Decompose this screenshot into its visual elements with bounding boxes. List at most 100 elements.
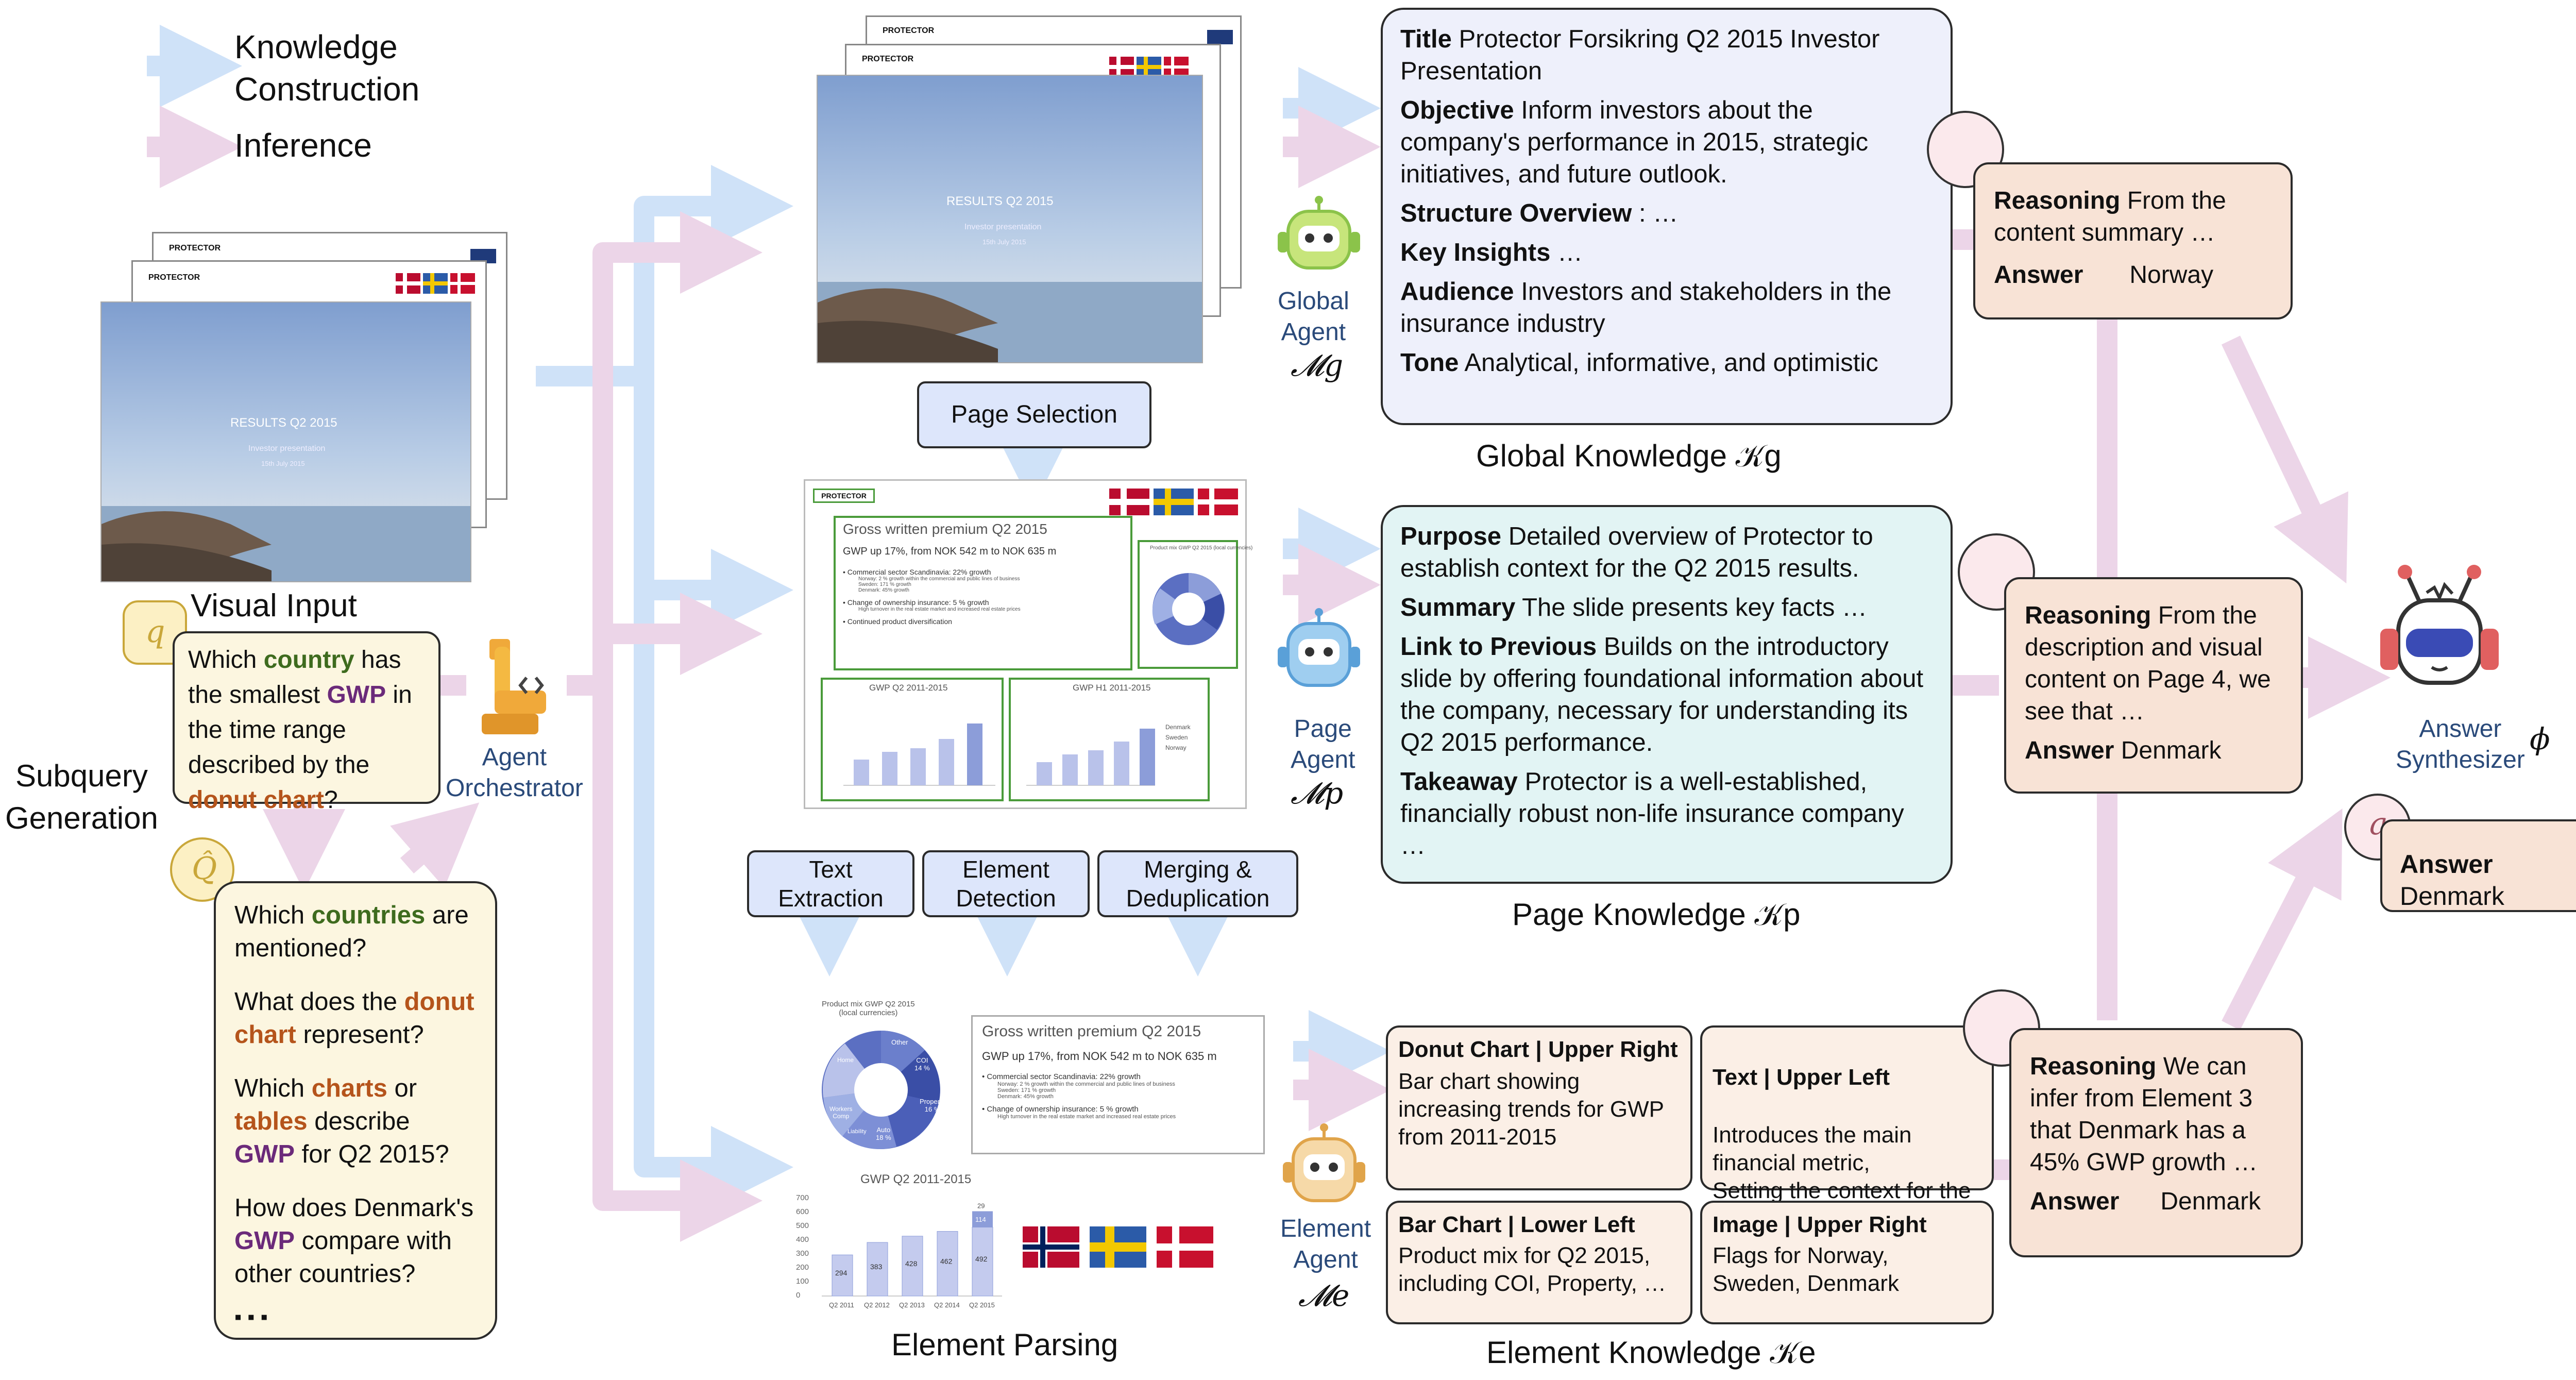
bar-ytick: 600 — [796, 1207, 809, 1216]
subquery-1: Which countries are mentioned? — [234, 901, 469, 962]
uk-flag-icon — [1207, 30, 1233, 44]
page-reasoning-box: Reasoning From the description and visua… — [2004, 577, 2303, 794]
global-reason-to-synth — [2221, 335, 2348, 584]
bar-ytick: 700 — [796, 1193, 809, 1202]
subquery-2: What does the donut chart represent? — [234, 988, 474, 1049]
bar-value-label: 383 — [870, 1263, 883, 1271]
bar-ytick: 500 — [796, 1221, 809, 1230]
element-detection-step: Element Detection — [922, 850, 1090, 917]
slide-brand: PROTECTOR — [169, 244, 221, 253]
page-selection-step: Page Selection — [917, 381, 1151, 448]
page-knowledge-row: Purpose Detailed overview of Protector t… — [1400, 523, 1873, 582]
page-knowledge-row: Takeaway Protector is a well-established… — [1400, 768, 1904, 860]
slide-title: RESULTS Q2 2015 — [230, 416, 337, 430]
global-knowledge-row: Objective Inform investors about the com… — [1400, 96, 1869, 188]
page-text-region: Gross written premium Q2 2015 GWP up 17%… — [834, 516, 1132, 670]
parsed-flags-image — [1023, 1226, 1218, 1270]
legend-inference-label: Inference — [234, 127, 372, 164]
flags-icon — [1109, 57, 1189, 77]
page-slide: PROTECTOR Gross written premium Q2 2015 … — [804, 479, 1252, 809]
element-reason-to-answer — [2222, 808, 2343, 1031]
answer-synthesizer-label: Answer Synthesizer — [2396, 715, 2525, 773]
answer-synthesizer-icon — [2370, 562, 2509, 716]
bar-category-label: Q2 2014 — [934, 1301, 960, 1309]
robot-arm-icon — [479, 636, 556, 739]
page-agent-icon — [1267, 608, 1370, 701]
element-card-text: Text | Upper Left Introduces the main fi… — [1700, 1025, 1994, 1259]
bar — [972, 1226, 993, 1297]
bar — [902, 1236, 923, 1297]
subquery-ellipsis: ▪ ▪ ▪ — [234, 1306, 268, 1328]
page-agent-label: Page Agent — [1291, 715, 1355, 773]
bar — [832, 1254, 853, 1297]
construction-to-global — [634, 165, 793, 376]
query-box: Which country has the smallest GWP in th… — [173, 631, 440, 814]
text-extraction-step: Text Extraction — [747, 850, 914, 917]
bar-ytick: 300 — [796, 1249, 809, 1258]
legend-construction-label: Knowledge Construction — [234, 28, 420, 108]
orchestrator-label: Agent Orchestrator — [446, 744, 583, 802]
global-knowledge-row: Structure Overview : … — [1400, 199, 1679, 227]
subquery-box: Which countries are mentioned? What does… — [214, 881, 497, 1340]
bar — [937, 1231, 958, 1297]
bar-category-label: Q2 2011 — [829, 1301, 854, 1309]
final-answer-box: Answer Denmark — [2380, 819, 2576, 912]
global-knowledge-row: Title Protector Forsikring Q2 2015 Inves… — [1400, 25, 1880, 85]
page-bar-region-1: GWP Q2 2011-2015 — [821, 678, 1004, 801]
page-agent-symbol: 𝓜p — [1291, 776, 1344, 811]
slide-brand: PROTECTOR — [148, 273, 200, 282]
bar-category-label: Q2 2013 — [899, 1301, 925, 1309]
global-knowledge-label: Global Knowledge 𝒦g — [1476, 439, 1782, 473]
subquery-label: Subquery Generation — [5, 759, 158, 835]
bar-ytick: 200 — [796, 1263, 809, 1272]
bar-extra-label: 29 — [977, 1202, 985, 1210]
parsed-text-block: Gross written premium Q2 2015 GWP up 17%… — [971, 1015, 1265, 1154]
element-card-bar: Bar Chart | Lower Left Product mix for Q… — [1386, 1201, 1692, 1324]
global-agent-label: Global Agent — [1278, 288, 1349, 346]
subquery-to-orchestrator — [390, 802, 480, 888]
page-knowledge-row: Link to Previous Builds on the introduct… — [1400, 633, 1924, 756]
page-donut-region: Product mix GWP Q2 2015 (local currencie… — [1138, 540, 1252, 669]
bar-stack-label: 114 — [975, 1216, 986, 1223]
element-reasoning-box: Reasoning We can infer from Element 3 th… — [2009, 1028, 2303, 1257]
global-agent-icon — [1267, 196, 1370, 283]
element-card-donut: Donut Chart | Upper Right Bar chart show… — [1386, 1025, 1692, 1190]
element-agent-icon — [1273, 1123, 1376, 1216]
global-agent-symbol: 𝓜g — [1291, 348, 1344, 383]
bar-value-label: 294 — [835, 1269, 848, 1277]
bar-category-label: Q2 2012 — [864, 1301, 890, 1309]
page-knowledge-box: Purpose Detailed overview of Protector t… — [1381, 505, 1953, 884]
page-bar-region-2: GWP H1 2011-2015 Denmark Sweden Norway — [1009, 678, 1210, 801]
page-knowledge-row: Summary The slide presents key facts … — [1400, 594, 1868, 621]
bar-value-label: 492 — [975, 1255, 988, 1263]
global-reasoning-box: Reasoning From the content summary … Ans… — [1973, 162, 2293, 319]
bar-ytick: 0 — [796, 1291, 800, 1300]
global-title-slide: RESULTS Q2 2015 Investor presentation 15… — [817, 75, 1203, 363]
global-knowledge-row: Key Insights … — [1400, 239, 1583, 266]
answer-synthesizer-symbol: ϕ — [2530, 721, 2550, 756]
bar-value-label: 462 — [940, 1257, 953, 1265]
global-knowledge-row: Audience Investors and stakeholders in t… — [1400, 278, 1892, 338]
flags-icon — [396, 273, 476, 294]
merging-step: Merging & Deduplication — [1097, 850, 1298, 917]
element-agent-symbol: 𝓜e — [1298, 1278, 1350, 1313]
inference-trunk — [567, 211, 762, 696]
bar-stack — [972, 1211, 993, 1227]
element-parsing-label: Element Parsing — [891, 1327, 1118, 1362]
global-knowledge-row: Tone Analytical, informative, and optimi… — [1400, 349, 1878, 377]
slide-subtitle: Investor presentation — [248, 444, 326, 453]
page-knowledge-label: Page Knowledge 𝒦p — [1512, 897, 1801, 932]
element-card-image: Image | Upper Right Flags for Norway, Sw… — [1700, 1201, 1994, 1324]
element-knowledge-label: Element Knowledge 𝒦e — [1486, 1335, 1816, 1370]
parsed-donut-chart: Product mix GWP Q2 2015 (local currencie… — [804, 1000, 969, 1170]
bar-ytick: 400 — [796, 1235, 809, 1244]
bar-value-label: 428 — [905, 1259, 918, 1268]
element-agent-label: Element Agent — [1280, 1215, 1371, 1273]
bar — [867, 1242, 888, 1297]
global-knowledge-box: Title Protector Forsikring Q2 2015 Inves… — [1381, 8, 1953, 425]
inference-to-element — [592, 634, 762, 1242]
subquery-3: Which charts or tables describe GWP for … — [234, 1074, 449, 1168]
